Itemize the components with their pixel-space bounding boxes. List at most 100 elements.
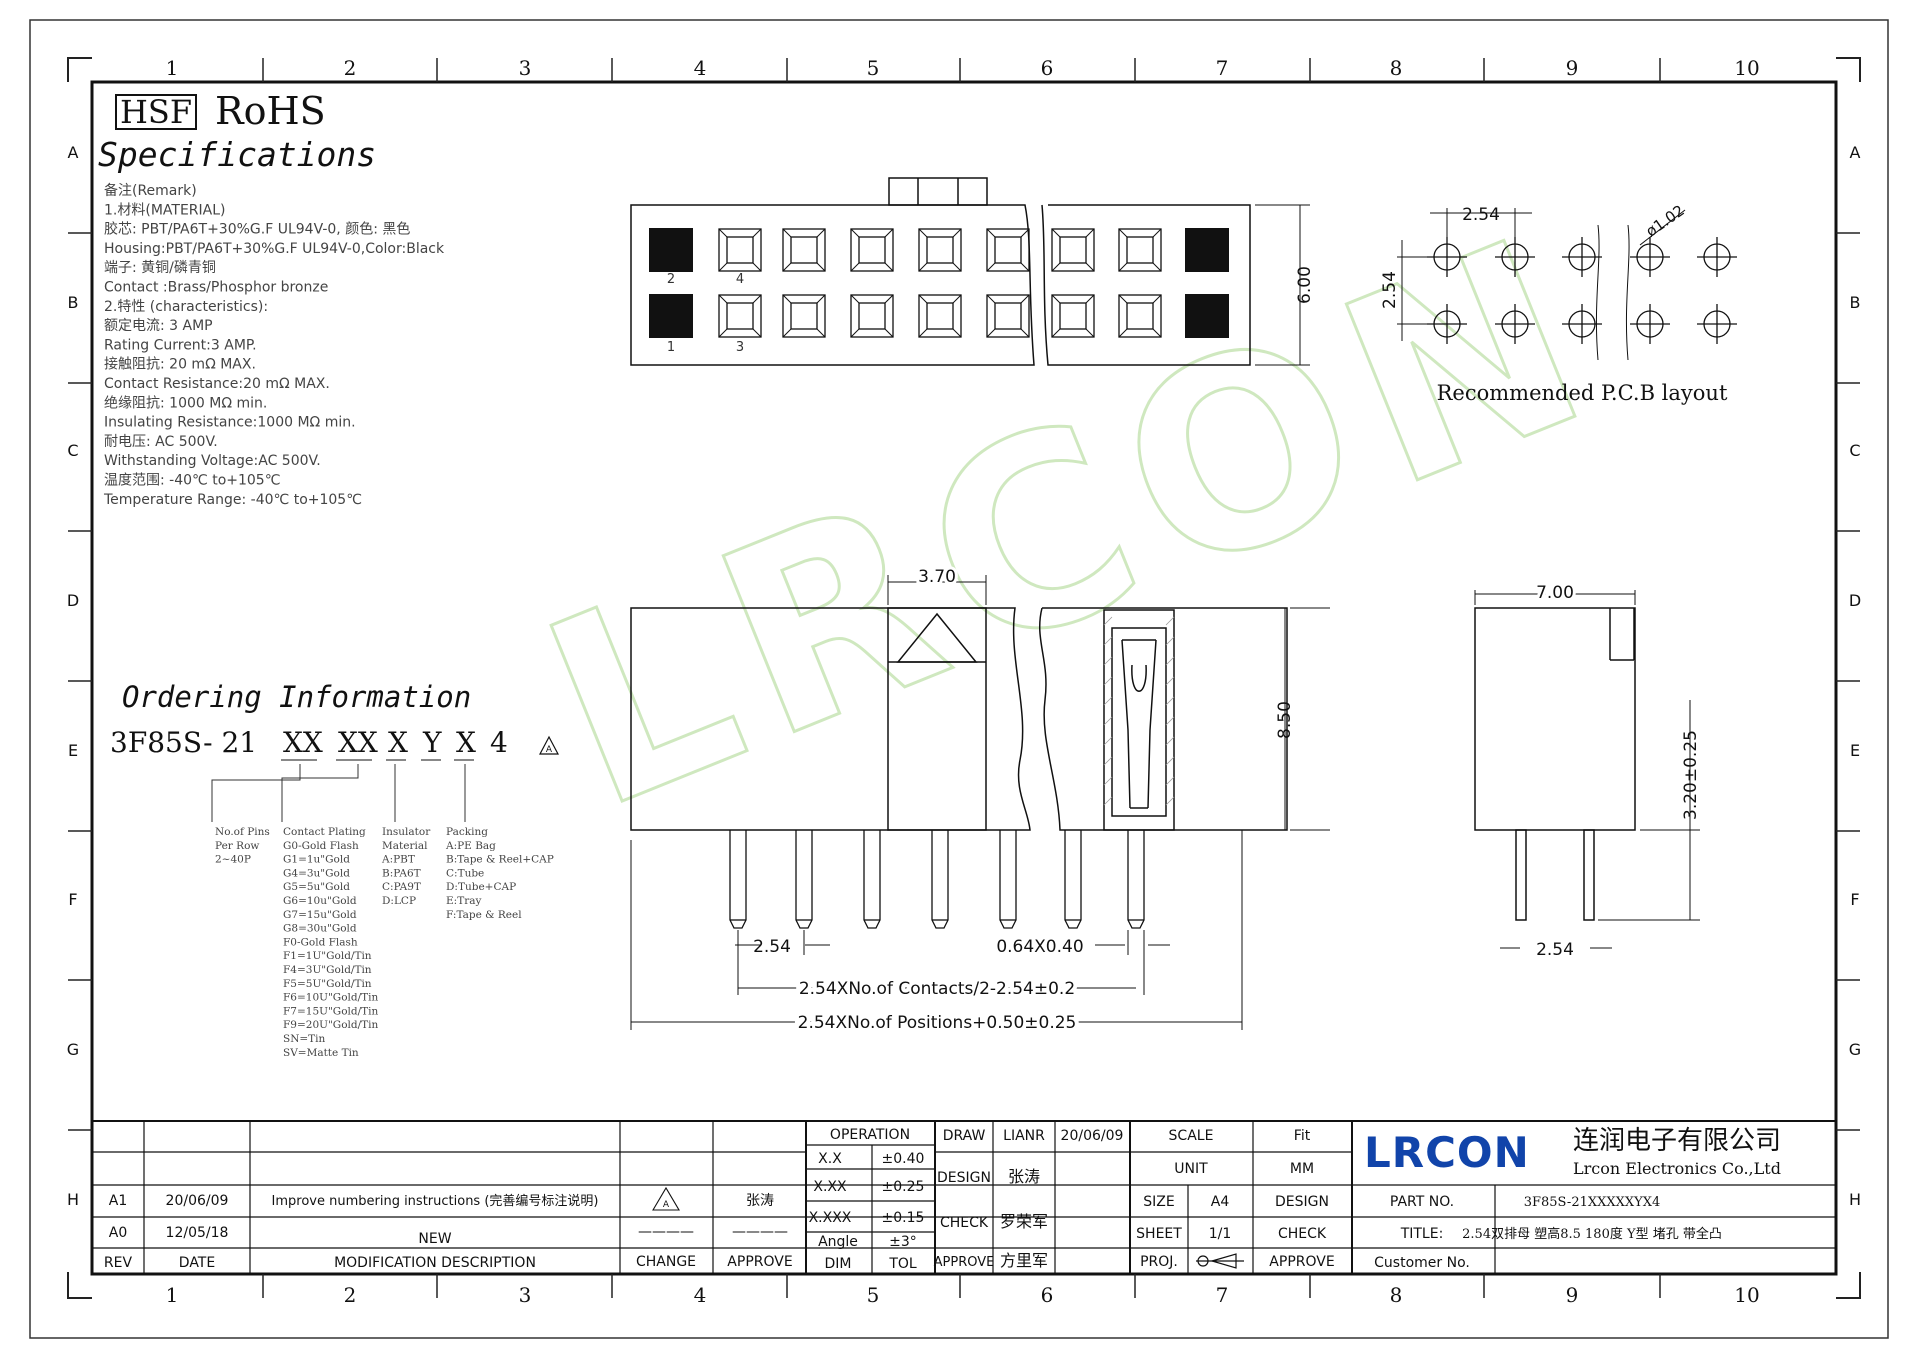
contact-cell xyxy=(1185,228,1229,272)
legend-line: SV=Matte Tin xyxy=(283,1047,359,1059)
rohs-label: RoHS xyxy=(215,89,326,133)
sheet-label: SHEET xyxy=(1136,1226,1182,1242)
check-col-label: CHECK xyxy=(1278,1226,1327,1242)
legend-line: C:Tube xyxy=(446,867,484,879)
approve-name: 方里军 xyxy=(1000,1251,1048,1270)
design-name: 张涛 xyxy=(1008,1167,1040,1186)
legend-line: B:PA6T xyxy=(382,867,421,879)
company-logo: LRCON xyxy=(1364,1128,1530,1177)
pcb-hole xyxy=(1562,237,1602,277)
zone-column-label: 5 xyxy=(867,1283,880,1307)
spec-line: 胶芯: PBT/PA6T+30%G.F UL94V-0, 颜色: 黑色 xyxy=(104,221,410,238)
legend-line: F6=10U"Gold/Tin xyxy=(283,992,378,1004)
draw-label: DRAW xyxy=(943,1128,986,1144)
tol-dim-2: X.XXX xyxy=(809,1210,852,1226)
legend-line: F4=3U"Gold/Tin xyxy=(283,964,372,976)
pcb-pitch-x: 2.54 xyxy=(1462,205,1500,225)
zone-row-label: H xyxy=(67,1190,79,1209)
contact-cell xyxy=(918,228,962,272)
zone-row-label: A xyxy=(68,143,79,162)
legend-line: Packing xyxy=(446,826,488,838)
zone-column-label: 6 xyxy=(1041,56,1054,80)
date-a0: 12/05/18 xyxy=(166,1225,229,1241)
part-prefix: 3F85S- 21 xyxy=(110,726,257,759)
ordering-code: XX xyxy=(338,726,378,759)
contacts-dim: 2.54XNo.of Contacts/2-2.54±0.2 xyxy=(799,979,1075,999)
ordering-code: Y xyxy=(422,726,442,759)
spec-line: Contact Resistance:20 mΩ MAX. xyxy=(104,376,330,392)
design-col-label: DESIGN xyxy=(1275,1194,1329,1210)
unit-value: MM xyxy=(1290,1161,1314,1177)
revision-triangle-icon: A xyxy=(539,735,559,755)
zone-column-label: 10 xyxy=(1734,56,1759,80)
change-header: CHANGE xyxy=(636,1254,696,1270)
check-label: CHECK xyxy=(940,1215,989,1231)
zone-ticks xyxy=(68,58,1860,1298)
contact-pin xyxy=(999,830,1017,929)
rev-header: REV xyxy=(104,1255,133,1271)
zone-column-label: 4 xyxy=(694,56,707,80)
zone-row-label: D xyxy=(1849,591,1861,610)
contact-pin xyxy=(1127,830,1145,929)
legend-line: G1=1u"Gold xyxy=(283,854,350,866)
pin-label: 1 xyxy=(667,340,675,355)
outer-frame xyxy=(29,19,1889,1339)
approve-a1: 张涛 xyxy=(746,1193,774,1209)
ordering-code: X xyxy=(456,726,476,759)
spec-line: 备注(Remark) xyxy=(104,182,197,199)
contact-cell xyxy=(1051,228,1095,272)
specification-list: 备注(Remark)1.材料(MATERIAL)胶芯: PBT/PA6T+30%… xyxy=(103,182,445,508)
zone-row-label: H xyxy=(1849,1190,1861,1209)
legend-line: F1=1U"Gold/Tin xyxy=(283,950,372,962)
zone-row-label: B xyxy=(68,293,79,312)
side-view: 7.00 3.20±0.25 2.54 xyxy=(1474,580,1701,960)
zone-row-label: C xyxy=(1849,441,1860,460)
spec-line: 绝缘阻抗: 1000 MΩ min. xyxy=(104,395,267,411)
pcb-hole xyxy=(1427,304,1467,344)
contact-pin xyxy=(1064,830,1082,929)
dim-header: DIM xyxy=(825,1256,852,1272)
spec-line: Contact :Brass/Phosphor bronze xyxy=(104,280,328,296)
zone-row-label: D xyxy=(67,591,79,610)
zone-column-label: 4 xyxy=(694,1283,707,1307)
contact-cell xyxy=(718,228,762,272)
front-height-dim: 8.50 xyxy=(1275,701,1295,739)
legend-line: E:Tray xyxy=(446,895,481,907)
zone-column-label: 9 xyxy=(1566,56,1579,80)
contact-cell xyxy=(918,294,962,338)
legend-line: F:Tape & Reel xyxy=(446,909,522,921)
part-info: PART NO. 3F85S-21XXXXXYX4 TITLE: 2.54双排母… xyxy=(1374,1194,1722,1271)
operation-label: OPERATION xyxy=(830,1127,910,1143)
legend-line: SN=Tin xyxy=(283,1033,326,1045)
title-value: 2.54双排母 塑高8.5 180度 Y型 堵孔 带全凸 xyxy=(1462,1226,1722,1242)
zone-column-label: 3 xyxy=(519,56,532,80)
legend-line: G5=5u"Gold xyxy=(283,881,350,893)
legend-line: G8=30u"Gold xyxy=(283,923,357,935)
scale-label: SCALE xyxy=(1169,1128,1214,1144)
desc-header: MODIFICATION DESCRIPTION xyxy=(334,1255,536,1271)
positions-dim: 2.54XNo.of Positions+0.50±0.25 xyxy=(798,1013,1077,1033)
legend-line: C:PA9T xyxy=(382,881,421,893)
legend-line: No.of Pins xyxy=(215,826,270,838)
spec-line: 温度范围: -40℃ to+105℃ xyxy=(104,472,280,489)
zone-column-label: 9 xyxy=(1566,1283,1579,1307)
ordering-code: XX xyxy=(283,726,323,759)
tol-dim-3: Angle xyxy=(818,1234,858,1250)
approve-col-label: APPROVE xyxy=(1269,1254,1334,1270)
pcb-caption: Recommended P.C.B layout xyxy=(1437,381,1728,405)
drawing-border xyxy=(90,80,1838,1276)
approve-header: APPROVE xyxy=(727,1254,792,1270)
zone-row-label: E xyxy=(68,741,78,760)
zone-column-label: 6 xyxy=(1041,1283,1054,1307)
company-name-en: Lrcon Electronics Co.,Ltd xyxy=(1573,1159,1781,1178)
size-value: A4 xyxy=(1211,1194,1230,1210)
spec-line: 接触阻抗: 20 mΩ MAX. xyxy=(104,356,256,373)
contact-cell xyxy=(718,294,762,338)
legend-line: G6=10u"Gold xyxy=(283,895,357,907)
hsf-box xyxy=(115,94,197,130)
pin-label: 2 xyxy=(667,272,675,287)
zone-row-label: F xyxy=(1850,890,1859,909)
draw-date: 20/06/09 xyxy=(1061,1128,1124,1144)
